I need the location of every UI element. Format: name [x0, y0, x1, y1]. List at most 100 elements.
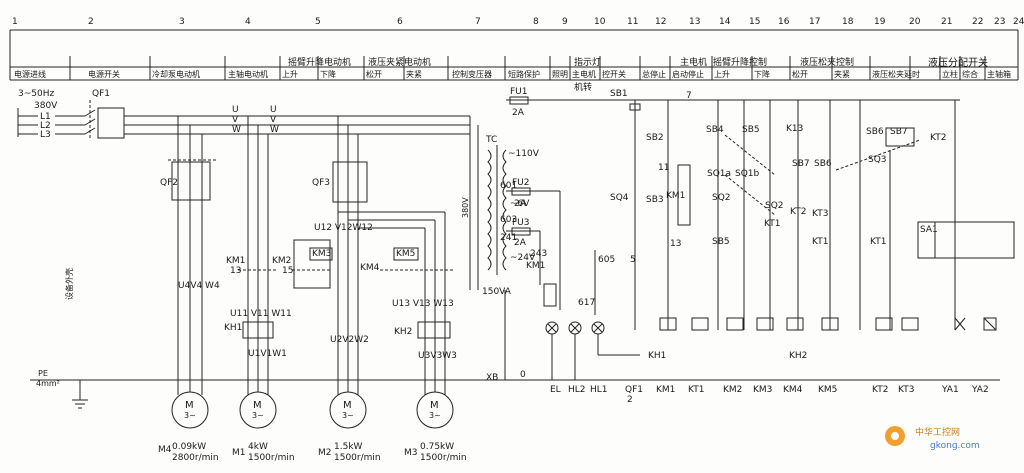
- qf3-breaker: [332, 161, 368, 203]
- relay-coil: [659, 317, 677, 331]
- relay-coil: [691, 317, 709, 331]
- header-bottom-label: 控制变压器: [452, 69, 492, 79]
- lamp-hl1: [591, 321, 605, 335]
- control-circuit: 机转 SB1 7 SQ4 5 SB2 11 SB3 KM1 13 SB4 SB5…: [574, 81, 1015, 405]
- motor-m4-power: 0.09kW: [172, 442, 206, 452]
- sb7-label: SB7: [792, 159, 810, 169]
- ya1-label: YA1: [941, 385, 959, 395]
- header-bottom-label: 综合: [962, 69, 978, 79]
- watermark-url: gkong.com: [930, 441, 980, 451]
- header-bottom-label: 主轴箱: [987, 69, 1011, 79]
- spindle-motor-branch: KM1 13 U11 V11 W11 KH1 U1V1W1 M 3~ M1 4k…: [224, 116, 295, 463]
- km3-box: [309, 247, 333, 261]
- coil-label: KM3: [753, 385, 772, 395]
- power-frequency: 3~50Hz: [18, 89, 54, 99]
- km1-label: KM1: [226, 256, 245, 266]
- header-bottom-label: 短路保护: [508, 69, 540, 79]
- kh1-label: KH1: [224, 323, 242, 333]
- sq3-label: SQ3: [868, 155, 887, 165]
- phase-l3: L3: [40, 130, 51, 140]
- lamp-hl2: [568, 321, 582, 335]
- qf1-aux-label: QF1: [625, 385, 643, 395]
- k13-label: K13: [786, 124, 803, 134]
- bus-w2: W: [270, 125, 279, 135]
- fu1-label: FU1: [510, 87, 528, 97]
- qf2-label: QF2: [160, 178, 178, 188]
- header-clamp-motor: 液压夹紧电动机: [368, 56, 431, 68]
- fu3-label: FU3: [512, 218, 530, 228]
- header-bottom-label: 立柱: [942, 69, 958, 79]
- sb2-label: SB2: [646, 133, 664, 143]
- control-transformer: TC 380V 150VA ~110V 601 ~6V 603 241 ~24V…: [461, 87, 600, 380]
- node-7: 7: [686, 91, 692, 101]
- header-bottom-label: 总停止: [642, 69, 666, 79]
- km1-latch: [677, 164, 691, 226]
- column-number: 6: [397, 17, 403, 27]
- fu2-label: FU2: [512, 178, 530, 188]
- sa1-switch: [917, 221, 1015, 259]
- kh1-aux-label: KH1: [648, 351, 666, 361]
- uvw12-label: U12 V12W12: [314, 223, 373, 233]
- column-number: 7: [475, 17, 481, 27]
- motor-m1: [239, 391, 277, 429]
- column-number: 20: [909, 17, 921, 27]
- fu3-rating: 2A: [514, 238, 527, 248]
- relay-coil: [786, 317, 804, 331]
- coil-label: KT1: [688, 385, 704, 395]
- sq2-label: SQ2: [712, 193, 731, 203]
- header-bottom-label: 控开关: [602, 69, 626, 79]
- column-number: 18: [842, 17, 854, 27]
- motor-m1-symbol: M: [253, 400, 262, 411]
- motor-m4-id: M4: [158, 445, 172, 455]
- header-bottom-label: 上升: [714, 70, 730, 79]
- m4-terminals: U4V4 W4: [178, 281, 220, 291]
- header-bottom-label: 电源进线: [14, 69, 46, 79]
- motor-m3-speed: 1500r/min: [420, 453, 467, 463]
- qf2-breaker: [171, 161, 211, 201]
- fu2-rating: 2A: [514, 199, 527, 209]
- indicator-lamps: 243 KM1 605 617 EL HL2 HL1 XB 0: [486, 191, 640, 395]
- bus-u2: U: [270, 105, 277, 115]
- header-bottom-label: 下降: [754, 69, 770, 79]
- column-number: 8: [533, 17, 539, 27]
- header-bottom-label: 照明: [552, 70, 568, 79]
- motor-m4-speed: 2800r/min: [172, 453, 219, 463]
- header-rocker-motor: 摇臂升降电动机: [288, 56, 351, 68]
- coil-label: KM1: [656, 385, 675, 395]
- motor-m2-id: M2: [318, 448, 332, 458]
- coil-label: KM5: [818, 385, 837, 395]
- v24-label: ~24V: [510, 253, 536, 263]
- relay-coil: [875, 317, 893, 331]
- header-bottom-label: 上升: [282, 70, 298, 79]
- header-bottom-label: 夹紧: [406, 69, 422, 79]
- sb5-label: SB5: [712, 237, 730, 247]
- v6-label: ~6V: [510, 199, 530, 209]
- solenoid-ya2: [983, 317, 997, 331]
- column-number: 3: [179, 17, 185, 27]
- sb5-top-label: SB5: [742, 125, 760, 135]
- node-0: 0: [520, 370, 526, 380]
- kh2-relay: [417, 321, 451, 339]
- motor-m4: [171, 391, 209, 429]
- header-hydraulic-dist: 液压分配开关: [928, 56, 988, 69]
- sb1-label: SB1: [610, 89, 628, 99]
- motor-m2-phase: 3~: [342, 411, 354, 420]
- column-number: 12: [655, 17, 666, 27]
- motor-m3-phase: 3~: [429, 411, 441, 420]
- solenoid-ya1: [954, 317, 966, 331]
- hydraulic-motor-branch: KM4 KM5 U13 V13 W13 KH2 U3V3W3 M 3~ M3 0…: [338, 211, 467, 463]
- column-number: 10: [594, 17, 606, 27]
- sb3-label: SB3: [646, 195, 664, 205]
- lamp-el-label: EL: [550, 385, 561, 395]
- column-number: 24: [1013, 17, 1024, 27]
- header-bottom-label: 松开: [792, 69, 808, 79]
- tc-rating: 150VA: [482, 287, 512, 297]
- sq2b-label: SQ2: [765, 201, 784, 211]
- bus-u: U: [232, 105, 239, 115]
- v110-label: ~110V: [508, 149, 540, 159]
- sb6b-label: SB6: [866, 127, 884, 137]
- rocker-motor-branch: QF3 U12 V12W12 KM2 15 KM3 U2V2W2 M 3~ M2…: [272, 116, 381, 463]
- relay-coil: [901, 317, 919, 331]
- header-spindle-motor: 主电机: [680, 56, 707, 68]
